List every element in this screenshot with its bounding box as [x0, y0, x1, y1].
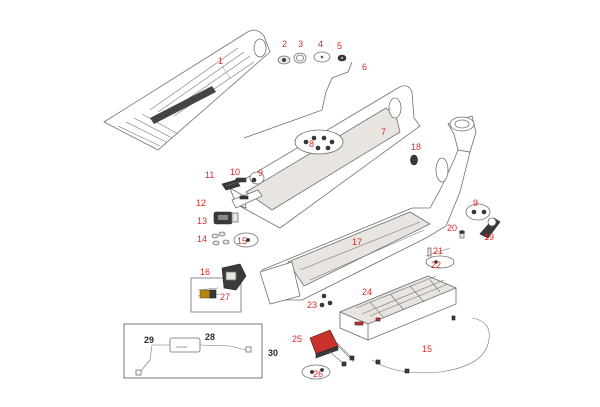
- callout-12: 12: [196, 198, 206, 208]
- kickstand-part-19: [479, 217, 501, 239]
- callout-11: 11: [205, 170, 214, 180]
- screws-part-14: [211, 231, 230, 246]
- screw-set-part-8: [294, 129, 344, 155]
- screw-part-20: [459, 230, 465, 239]
- charger-box: ▭▭▭: [123, 323, 263, 379]
- screw-part-5: [337, 54, 347, 62]
- callout-14: 14: [197, 234, 207, 244]
- callout-20: 20: [447, 223, 457, 233]
- wiring-loop-part-15: [371, 315, 490, 374]
- callout-17: 17: [352, 237, 362, 247]
- controller-part-25: [309, 329, 355, 367]
- detail-box-16-27: [190, 263, 247, 313]
- callout-27: 27: [220, 292, 230, 302]
- main-frame-part: [259, 115, 477, 305]
- callout-3: 3: [298, 39, 303, 49]
- callout-9-right: 9: [473, 198, 478, 208]
- callout-15-small: 15: [237, 236, 247, 246]
- clip-part-10: [235, 177, 247, 183]
- callout-18: 18: [411, 142, 421, 152]
- grip-mat-part: [103, 29, 271, 151]
- callout-10: 10: [230, 167, 240, 177]
- callout-2: 2: [282, 39, 287, 49]
- switch-part-13: [213, 211, 239, 225]
- callout-29: 29: [144, 335, 154, 345]
- callout-25: 25: [292, 334, 302, 344]
- cap-part-9-right: [465, 203, 491, 221]
- callout-30: 30: [268, 348, 278, 358]
- leader-1: [221, 65, 231, 79]
- callout-13: 13: [197, 216, 207, 226]
- plate-part-22: [425, 255, 455, 269]
- callout-9-left: 9: [258, 168, 263, 178]
- callout-15: 15: [422, 344, 432, 354]
- cable-part-6: [243, 61, 353, 139]
- callout-26: 26: [313, 369, 323, 379]
- callout-22: 22: [431, 260, 441, 270]
- cap-part-9-left: [249, 171, 265, 185]
- callout-21: 21: [433, 246, 443, 256]
- plug-part-18: [410, 154, 418, 166]
- washer-part-15-small: [233, 232, 259, 248]
- callout-28: 28: [205, 332, 215, 342]
- callout-24: 24: [362, 287, 372, 297]
- washer-part-4: [313, 51, 331, 63]
- svg-text:▭▭▭: ▭▭▭: [176, 344, 188, 349]
- screws-part-23: [319, 293, 333, 308]
- callout-7: 7: [381, 127, 386, 137]
- screws-part-26: [301, 364, 331, 380]
- callout-23: 23: [307, 300, 317, 310]
- callout-6: 6: [362, 62, 367, 72]
- callout-8: 8: [309, 139, 314, 149]
- callout-16: 16: [200, 267, 210, 277]
- battery-pack-part-24: [338, 275, 458, 341]
- ring-part-3: [293, 52, 307, 64]
- reflector-strip-part-11: [221, 179, 241, 191]
- callout-1: 1: [218, 56, 223, 66]
- bolt-part-2: [277, 55, 291, 65]
- callout-4: 4: [318, 39, 323, 49]
- callout-5: 5: [337, 41, 342, 51]
- spring-part-21: [425, 247, 451, 257]
- callout-19: 19: [484, 232, 494, 242]
- bracket-part-12: [231, 189, 263, 209]
- deck-frame-part: [229, 85, 421, 229]
